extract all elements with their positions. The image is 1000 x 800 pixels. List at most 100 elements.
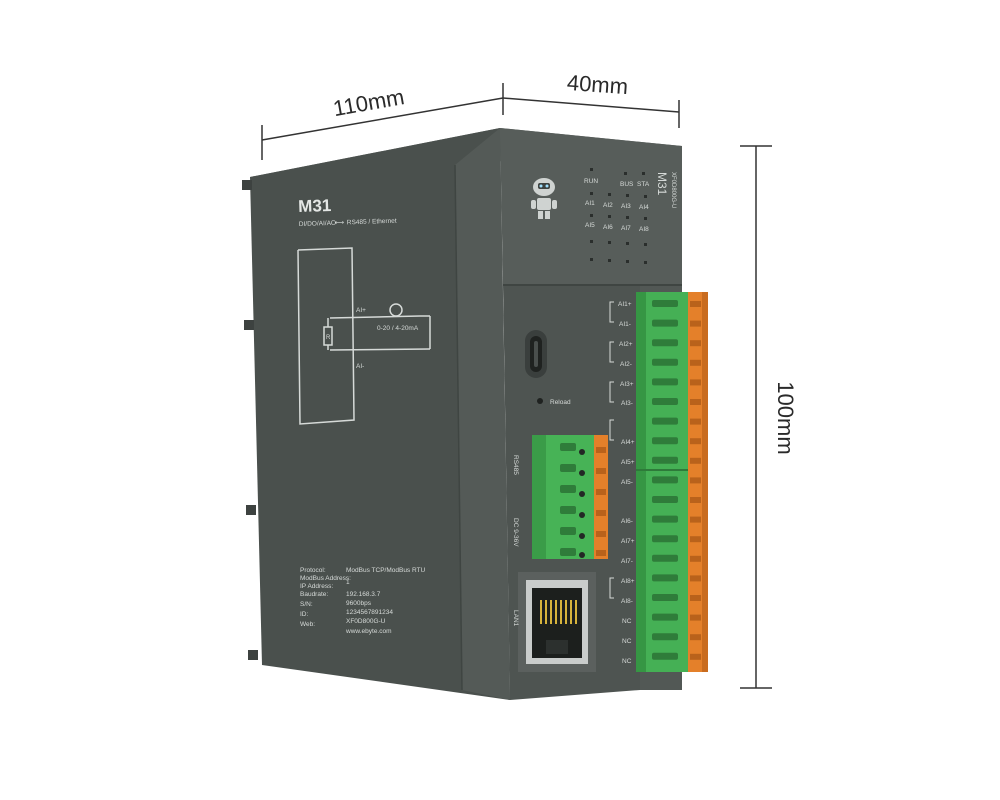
- front-panel: [500, 128, 682, 285]
- terminal-release-button[interactable]: [690, 497, 701, 503]
- terminal-release-button[interactable]: [690, 301, 701, 307]
- front-model-code: XF0D800G-U: [670, 172, 676, 208]
- terminal-release-button[interactable]: [690, 516, 701, 523]
- led: [590, 168, 593, 171]
- led-label-ai: AI2: [603, 202, 613, 209]
- terminal-label: AI8-: [621, 598, 633, 605]
- spec-value: ModBus TCP/ModBus RTU: [346, 567, 426, 574]
- terminal-label: AI8+: [621, 578, 635, 585]
- terminal-release-button[interactable]: [690, 634, 701, 641]
- terminal-slot: [652, 574, 678, 582]
- robot-logo-icon: [531, 178, 557, 219]
- wiring-ai-minus: AI-: [356, 363, 364, 370]
- spec-label: Protocol:: [300, 567, 326, 574]
- terminal-slot: [652, 417, 678, 425]
- led-indicators: RUN BUS STA AI1 AI2 AI3 AI4 AI5 AI6 AI7 …: [584, 168, 650, 264]
- terminal-slot: [652, 300, 678, 307]
- terminal-release-button[interactable]: [690, 614, 701, 621]
- terminal-slot: [652, 613, 678, 621]
- led: [642, 172, 645, 175]
- reload-label: Reload: [550, 399, 571, 406]
- dimension-height: 100mm: [740, 145, 798, 689]
- spec-value: 192.168.3.7: [346, 591, 381, 598]
- terminal-release-button[interactable]: [690, 575, 701, 582]
- terminal-label: AI1-: [619, 321, 631, 328]
- spec-label: S/N:: [300, 601, 313, 608]
- terminal-release-button[interactable]: [690, 418, 701, 425]
- spec-label: IP Address:: [300, 583, 333, 590]
- led-label-run: RUN: [584, 178, 598, 185]
- led: [644, 261, 647, 264]
- rs485-terminal-block[interactable]: [532, 435, 608, 559]
- terminal-label: AI4+: [621, 439, 635, 446]
- spec-value: 1: [346, 579, 350, 586]
- reload-button[interactable]: [537, 398, 543, 404]
- spec-label: Web:: [300, 621, 315, 628]
- terminal-label: AI7-: [621, 558, 633, 565]
- terminal-release-button[interactable]: [690, 320, 701, 327]
- terminal-release-button[interactable]: [690, 457, 701, 464]
- terminal-slot: [652, 652, 678, 660]
- terminal-slot: [652, 633, 678, 641]
- terminal-release-button[interactable]: [690, 379, 701, 386]
- led-label-sta: STA: [637, 181, 650, 188]
- usb-c-port-icon[interactable]: [525, 330, 547, 378]
- led: [626, 194, 629, 197]
- terminal-release-button[interactable]: [690, 555, 701, 562]
- height-label: 100mm: [773, 381, 798, 454]
- terminal-release-button[interactable]: [690, 653, 701, 660]
- led-label-ai: AI4: [639, 204, 649, 211]
- led: [644, 217, 647, 220]
- led: [644, 243, 647, 246]
- terminal-release-button[interactable]: [690, 477, 701, 484]
- terminal-slot: [652, 456, 678, 464]
- terminal-slot: [652, 358, 678, 366]
- terminal-slot: [652, 398, 678, 405]
- rs485-label: RS485: [512, 455, 519, 475]
- terminal-slot: [652, 594, 678, 601]
- led: [626, 216, 629, 219]
- arrow-both-icon: ⟷: [335, 219, 345, 226]
- terminal-label: AI5-: [621, 479, 633, 486]
- terminal-slot: [652, 515, 678, 523]
- terminal-slot: [652, 437, 678, 445]
- led-label-ai: AI1: [585, 200, 595, 207]
- side-panel: [250, 128, 510, 700]
- terminal-release-button[interactable]: [690, 536, 701, 543]
- wiring-diagram: [297, 247, 431, 425]
- spec-label: ID:: [300, 611, 309, 618]
- led: [644, 195, 647, 198]
- side-subtitle-right: RS485 / Ethernet: [347, 218, 397, 227]
- lan-label: LAN1: [512, 610, 519, 627]
- led: [624, 172, 627, 175]
- terminal-label: AI2+: [619, 341, 633, 348]
- terminal-slot: [652, 319, 678, 327]
- spec-label: Baudrate:: [300, 591, 328, 598]
- spec-value: 1234567891234: [346, 609, 393, 616]
- led-label-ai: AI6: [603, 224, 613, 231]
- terminal-release-button[interactable]: [690, 595, 701, 601]
- terminal-labels: AI1+ AI1- AI2+ AI2- AI3+ AI3- AI4+ AI5+ …: [618, 301, 635, 665]
- terminal-brackets: [609, 301, 614, 599]
- led: [608, 215, 611, 218]
- wiring-ai-plus: AI+: [356, 307, 366, 314]
- led: [590, 214, 593, 217]
- terminal-release-button[interactable]: [690, 438, 701, 445]
- terminal-slot: [652, 339, 678, 347]
- led: [608, 259, 611, 262]
- led-label-bus: BUS: [620, 181, 634, 188]
- led: [626, 242, 629, 245]
- terminal-label: NC: [622, 638, 632, 645]
- terminal-slots: [652, 300, 701, 660]
- spec-label: ModBus Address:: [300, 575, 351, 582]
- terminal-release-button[interactable]: [690, 340, 701, 347]
- terminal-release-button[interactable]: [690, 399, 701, 405]
- terminal-release-button[interactable]: [690, 359, 701, 366]
- power-label: DC 9-36V: [512, 518, 519, 547]
- terminal-label: AI5+: [621, 459, 635, 466]
- spec-table: Protocol: ModBus Address: IP Address: Ba…: [300, 567, 426, 635]
- terminal-label: AI1+: [618, 301, 632, 308]
- side-label-block: M31 DI/DO/AI/AO ⟷ RS485 / Ethernet: [298, 196, 397, 228]
- rj45-port-icon[interactable]: [518, 572, 596, 672]
